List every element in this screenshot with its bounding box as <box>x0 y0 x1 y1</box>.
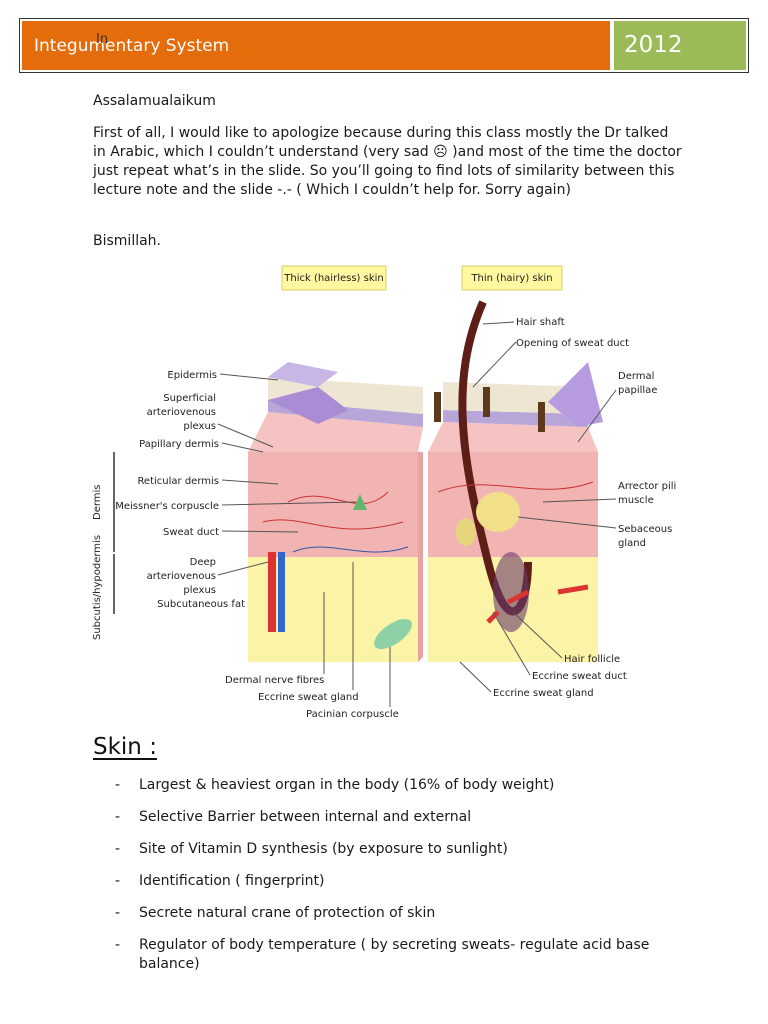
label-meissners-corpuscle: Meissner's corpuscle <box>115 501 219 512</box>
list-item-text: Selective Barrier between internal and e… <box>139 809 472 825</box>
label-dermal-nerve-fibres: Dermal nerve fibres <box>225 675 324 686</box>
panel-label-box-left <box>281 265 387 291</box>
greeting-text: Assalamualaikum <box>93 93 216 109</box>
list-item: - Regulator of body temperature ( by secr… <box>93 936 693 974</box>
label-sebaceous: Sebaceous <box>618 524 672 535</box>
label-papillary-dermis: Papillary dermis <box>139 439 219 450</box>
panel-label-right: Thin (hairy) skin <box>470 273 552 284</box>
header-year: 2012 <box>612 21 746 70</box>
panel-label-left: Thick (hairless) skin <box>283 273 384 284</box>
label-muscle: muscle <box>618 495 654 506</box>
document-header: Integumentary System In 2012 <box>19 18 749 73</box>
label-arrector-pili: Arrector pili <box>618 481 676 492</box>
skin-diagram: Thick (hairless) skin Thin (hairy) skin <box>92 265 676 720</box>
bullet-marker: - <box>115 841 121 857</box>
label-subcutaneous-fat: Subcutaneous fat <box>157 599 245 610</box>
bottom-labels: Dermal nerve fibres Eccrine sweat gland … <box>225 562 399 720</box>
header-title-band: Integumentary System In <box>22 21 610 70</box>
label-hair-follicle: Hair follicle <box>564 654 620 665</box>
bullet-marker: - <box>115 873 121 889</box>
label-reticular-dermis: Reticular dermis <box>137 476 219 487</box>
bullet-marker: - <box>115 937 121 953</box>
bullet-marker: - <box>115 777 121 793</box>
label-epidermis: Epidermis <box>167 370 217 381</box>
label-superficial: Superficial <box>163 393 216 404</box>
list-item-text: Identification ( fingerprint) <box>139 873 325 889</box>
skin-facts-list: - Largest & heaviest organ in the body (1… <box>93 776 693 987</box>
label-dermal: Dermal <box>618 371 654 382</box>
side-label-subcutis: Subcutis/hypodermis <box>92 535 103 640</box>
label-gland: gland <box>618 538 646 549</box>
label-pacinian-corpuscle: Pacinian corpuscle <box>306 709 399 720</box>
label-arteriovenous-1: arteriovenous <box>147 407 216 418</box>
bullet-marker: - <box>115 905 121 921</box>
list-item-text: Site of Vitamin D synthesis (by exposure… <box>139 841 508 857</box>
label-eccrine-sweat-duct: Eccrine sweat duct <box>532 671 627 682</box>
intro-paragraph: First of all, I would like to apologize … <box>93 125 682 198</box>
label-deep: Deep <box>190 557 216 568</box>
left-labels: Epidermis Superficial arteriovenous plex… <box>115 370 357 610</box>
label-plexus-1: plexus <box>183 421 216 432</box>
list-item: - Largest & heaviest organ in the body (1… <box>93 776 693 795</box>
skin-heading: Skin : <box>93 734 157 760</box>
side-label-dermis: Dermis <box>92 484 103 520</box>
list-item: - Secrete natural crane of protection of … <box>93 904 693 923</box>
label-eccrine-sweat-gland-right: Eccrine sweat gland <box>493 688 594 699</box>
list-item-text: Regulator of body temperature ( by secre… <box>139 937 650 972</box>
label-opening-of-sweat-duct: Opening of sweat duct <box>516 338 629 349</box>
bullet-marker: - <box>115 809 121 825</box>
bismillah-text: Bismillah. <box>93 233 161 249</box>
label-plexus-2: plexus <box>183 585 216 596</box>
right-labels: Hair shaft Opening of sweat duct Dermal … <box>459 317 676 699</box>
list-item: - Selective Barrier between internal and… <box>93 808 693 827</box>
thick-skin-block <box>248 362 423 662</box>
label-sweat-duct: Sweat duct <box>163 527 219 538</box>
header-overlap-text: In <box>96 32 109 47</box>
thin-skin-block <box>428 300 603 662</box>
header-title: Integumentary System <box>34 36 230 56</box>
list-item-text: Secrete natural crane of protection of s… <box>139 905 436 921</box>
list-item: - Identification ( fingerprint) <box>93 872 693 891</box>
panel-label-box-right <box>461 265 563 291</box>
label-arteriovenous-2: arteriovenous <box>147 571 216 582</box>
label-hair-shaft: Hair shaft <box>516 317 565 328</box>
label-eccrine-sweat-gland-left: Eccrine sweat gland <box>258 692 359 703</box>
label-papillae: papillae <box>618 385 657 396</box>
list-item: - Site of Vitamin D synthesis (by exposur… <box>93 840 693 859</box>
list-item-text: Largest & heaviest organ in the body (16… <box>139 777 555 793</box>
